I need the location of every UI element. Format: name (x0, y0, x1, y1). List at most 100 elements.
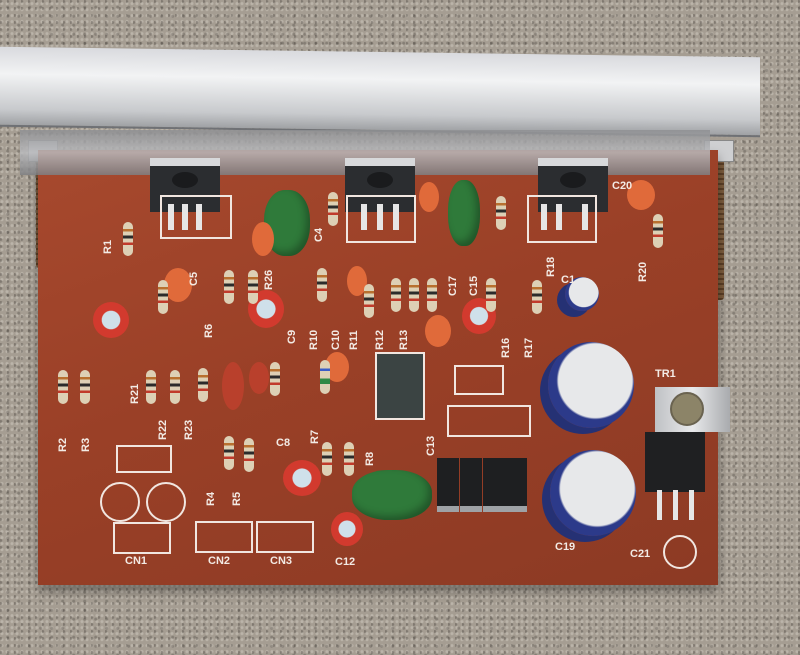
resistor-r22 (170, 370, 180, 404)
label-c13: C13 (425, 435, 437, 456)
ceramic-capacitor-c17 (425, 315, 451, 347)
connector-top-left (116, 445, 172, 473)
electrolytic-capacitor-left (93, 302, 129, 338)
resistor-r2 (58, 370, 68, 404)
label-r11: R11 (348, 330, 360, 350)
transistor-leg (168, 204, 174, 230)
resistor-r14 (427, 278, 437, 312)
transistor-leg (196, 204, 202, 230)
resistor-r8 (344, 442, 354, 476)
power-transistor-2 (345, 158, 415, 212)
resistor-r16 (486, 278, 496, 312)
resistor-r13 (409, 278, 419, 312)
transistor-1-outline (160, 195, 232, 239)
label-c9: C9 (286, 329, 298, 344)
resistor-r20 (653, 214, 663, 248)
resistor-r12 (391, 278, 401, 312)
resistor-r17 (532, 280, 542, 314)
label-r12: R12 (374, 329, 386, 350)
label-r21: R21 (129, 383, 141, 404)
resistor-r4 (224, 436, 234, 470)
label-c15: C15 (468, 275, 480, 296)
resistor-r7-upper (320, 360, 330, 394)
label-r22: R22 (157, 419, 169, 440)
label-c21: C21 (630, 548, 651, 560)
connector-cn2[interactable] (195, 521, 253, 553)
resistor-r23 (198, 368, 208, 402)
label-c5: C5 (188, 271, 200, 286)
label-r26: R26 (263, 269, 275, 290)
resistor-r11 (364, 284, 374, 318)
label-c4: C4 (313, 227, 325, 242)
transistor-2-outline (346, 195, 416, 243)
label-r8: R8 (364, 451, 376, 466)
electrolytic-capacitor-c19 (550, 450, 636, 536)
transistor-leg (393, 204, 399, 230)
ceramic-capacitor-upper (419, 182, 439, 212)
label-r20: R20 (637, 261, 649, 282)
label-c17: C17 (447, 275, 459, 296)
transistor-3-outline (527, 195, 597, 243)
label-r2: R2 (57, 437, 69, 452)
label-c16: C1 (561, 274, 576, 286)
resistor-near-c10 (270, 362, 280, 396)
transistor-leg (377, 204, 383, 230)
regulator-leg (689, 490, 694, 520)
label-r3: R3 (80, 437, 92, 452)
electrolytic-capacitor-c8 (283, 460, 321, 496)
resistor-r26-b (248, 270, 258, 304)
resistor-r21 (146, 370, 156, 404)
label-c12: C12 (335, 556, 356, 568)
label-r7: R7 (309, 429, 321, 444)
label-r5: R5 (231, 491, 243, 506)
resistor-r26-a (224, 270, 234, 304)
connector-mid-1 (454, 365, 504, 395)
label-r6: R6 (203, 323, 215, 338)
electrolytic-capacitor-c12 (331, 512, 363, 546)
capacitor-footprint-1 (100, 482, 140, 522)
resistor-r3 (80, 370, 90, 404)
label-cn3: CN3 (270, 555, 293, 567)
label-r18: R18 (545, 256, 557, 277)
resistor-r10 (317, 268, 327, 302)
resistor-r1 (123, 222, 133, 256)
label-c10: C10 (330, 329, 342, 350)
diode-3 (483, 458, 505, 512)
aluminum-heatsink (0, 46, 760, 138)
label-c20: C20 (612, 180, 633, 192)
resistor-upper-right (496, 196, 506, 230)
ceramic-capacitor-c20 (627, 180, 655, 210)
regulator-tr1-body (645, 432, 705, 492)
ceramic-capacitor-dark-1 (222, 362, 244, 410)
label-c19: C19 (555, 541, 576, 553)
transistor-leg (361, 204, 367, 230)
diode-2 (460, 458, 482, 512)
ceramic-capacitor-c10 (347, 266, 367, 296)
label-r13: R13 (398, 329, 410, 350)
resistor-r5 (244, 438, 254, 472)
label-r17: R17 (523, 337, 535, 358)
resistor-r6 (158, 280, 168, 314)
transistor-leg (541, 204, 547, 230)
electrolytic-capacitor-large-upper (548, 342, 634, 428)
label-tr1: TR1 (655, 368, 676, 380)
connector-mid-2 (447, 405, 531, 437)
film-capacitor-c13-area (352, 470, 432, 520)
connector-cn3[interactable] (256, 521, 314, 553)
op-amp-ic (375, 352, 425, 420)
resistor-near-r2 (328, 192, 338, 226)
film-capacitor-near-c17 (448, 180, 480, 246)
connector-cn1[interactable] (113, 522, 171, 554)
resistor-r7 (322, 442, 332, 476)
label-c8: C8 (276, 437, 291, 449)
diode-4 (505, 458, 527, 512)
label-r4: R4 (205, 491, 217, 506)
regulator-leg (657, 490, 662, 520)
label-r16: R16 (500, 337, 512, 358)
regulator-leg (673, 490, 678, 520)
label-cn1: CN1 (125, 555, 148, 567)
transistor-leg (582, 204, 588, 230)
capacitor-c21-footprint (663, 535, 697, 569)
label-r10: R10 (308, 329, 320, 350)
ceramic-capacitor-dark-2 (249, 362, 269, 394)
